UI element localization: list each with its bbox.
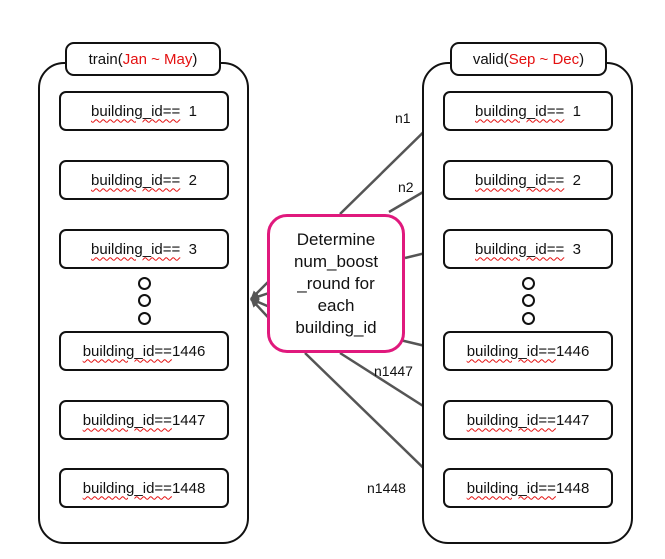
train-title: train(Jan ~ May) bbox=[65, 42, 221, 76]
train-node-1448-num: 1448 bbox=[171, 479, 206, 497]
train-node-2: building_id== 2 bbox=[59, 160, 229, 200]
valid-title-suffix: ) bbox=[579, 50, 585, 68]
valid-node-1447-num: 1447 bbox=[555, 411, 590, 429]
edge-label-n2: n2 bbox=[398, 179, 414, 195]
valid-node-1447-label: building_id== bbox=[466, 411, 556, 429]
valid-node-2-num: 2 bbox=[572, 171, 581, 189]
train-node-1-num: 1 bbox=[188, 102, 197, 120]
arrow-n1448 bbox=[304, 352, 443, 487]
valid-node-1448-label: building_id== bbox=[466, 479, 556, 497]
valid-ellipsis-dot bbox=[522, 294, 535, 307]
train-node-2-num: 2 bbox=[188, 171, 197, 189]
train-node-1448-label: building_id== bbox=[82, 479, 172, 497]
train-node-1447-label: building_id== bbox=[82, 411, 172, 429]
valid-title-range: Sep ~ Dec bbox=[508, 50, 580, 68]
train-ellipsis-dot bbox=[138, 294, 151, 307]
train-ellipsis-dot bbox=[138, 312, 151, 325]
train-node-1447: building_id==1447 bbox=[59, 400, 229, 440]
valid-node-3: building_id== 3 bbox=[443, 229, 613, 269]
valid-node-3-num: 3 bbox=[572, 240, 581, 258]
valid-node-1-num: 1 bbox=[572, 102, 581, 120]
train-node-1447-num: 1447 bbox=[171, 411, 206, 429]
edge-label-n1: n1 bbox=[395, 110, 411, 126]
valid-node-3-label: building_id== bbox=[475, 240, 565, 258]
train-node-1446-label: building_id== bbox=[82, 342, 172, 360]
train-title-prefix: train( bbox=[88, 50, 123, 68]
determine-text: Determine num_boost _round for each buil… bbox=[293, 229, 379, 337]
determine-box: Determine num_boost _round for each buil… bbox=[267, 214, 405, 353]
edge-label-n1447: n1447 bbox=[374, 363, 413, 379]
valid-node-1448: building_id==1448 bbox=[443, 468, 613, 508]
valid-node-1: building_id== 1 bbox=[443, 91, 613, 131]
valid-node-1447: building_id==1447 bbox=[443, 400, 613, 440]
valid-node-1446-num: 1446 bbox=[555, 342, 590, 360]
train-node-1448: building_id==1448 bbox=[59, 468, 229, 508]
train-node-3-num: 3 bbox=[188, 240, 197, 258]
train-node-3: building_id== 3 bbox=[59, 229, 229, 269]
train-title-range: Jan ~ May bbox=[122, 50, 193, 68]
valid-node-2: building_id== 2 bbox=[443, 160, 613, 200]
train-node-3-label: building_id== bbox=[91, 240, 181, 258]
train-node-1446-num: 1446 bbox=[171, 342, 206, 360]
valid-node-1446-label: building_id== bbox=[466, 342, 556, 360]
valid-node-1448-num: 1448 bbox=[555, 479, 590, 497]
valid-node-1-label: building_id== bbox=[475, 102, 565, 120]
train-node-2-label: building_id== bbox=[91, 171, 181, 189]
edge-label-n1448: n1448 bbox=[367, 480, 406, 496]
valid-title: valid(Sep ~ Dec) bbox=[450, 42, 607, 76]
valid-node-2-label: building_id== bbox=[475, 171, 565, 189]
valid-ellipsis-dot bbox=[522, 312, 535, 325]
valid-title-prefix: valid( bbox=[472, 50, 509, 68]
valid-node-1446: building_id==1446 bbox=[443, 331, 613, 371]
train-node-1446: building_id==1446 bbox=[59, 331, 229, 371]
train-ellipsis-dot bbox=[138, 277, 151, 290]
train-title-suffix: ) bbox=[192, 50, 198, 68]
valid-ellipsis-dot bbox=[522, 277, 535, 290]
train-node-1: building_id== 1 bbox=[59, 91, 229, 131]
train-node-1-label: building_id== bbox=[91, 102, 181, 120]
